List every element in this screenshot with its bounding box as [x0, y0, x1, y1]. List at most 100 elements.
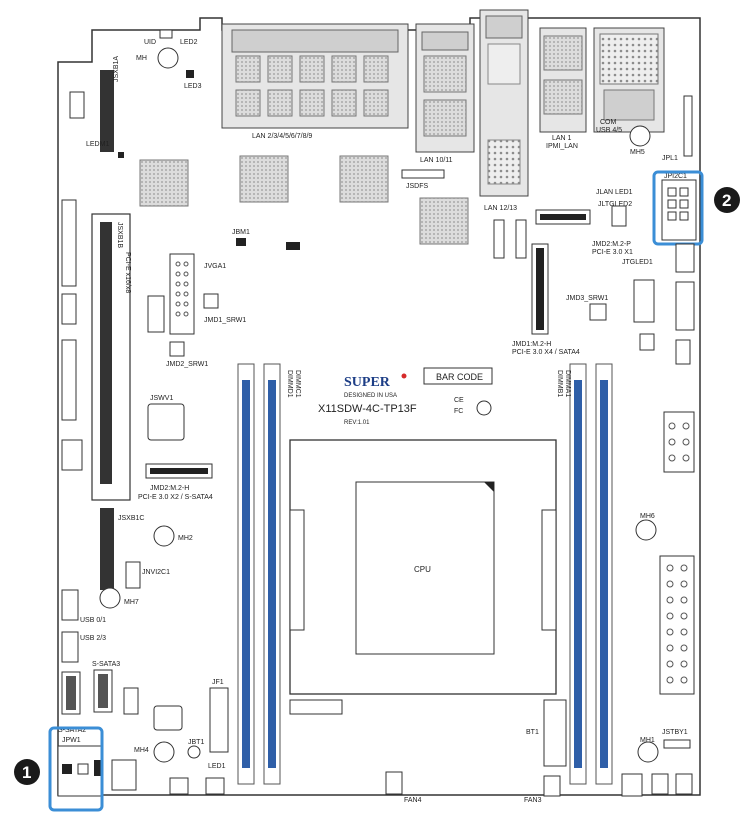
ledm1-marker: [118, 152, 124, 158]
pcie-x16-label: PCI-E x16/x8: [124, 252, 131, 293]
jsxb1b-slot: [100, 222, 112, 484]
mh4-hole: [153, 741, 175, 763]
mh7-hole: [99, 587, 121, 609]
jsdfs-label: JSDFS: [406, 183, 429, 190]
jsxb1b-label: JSXB1B: [116, 222, 123, 248]
mh6-hole: [635, 519, 657, 541]
mh1-hole: [637, 741, 659, 763]
jtpm-box: [153, 705, 183, 731]
jvga1-connector: [169, 253, 195, 335]
chip-a: [139, 159, 189, 207]
jbt1-label: JBT1: [188, 739, 204, 746]
lan-10-11-port: [415, 23, 475, 153]
barcode-label: BAR CODE: [436, 372, 483, 382]
jmd2-srw1-label: JMD2_SRW1: [166, 361, 208, 368]
ce-mark: CE: [454, 397, 464, 404]
cpu-package: [355, 481, 495, 655]
jmd1-slot-fill: [536, 248, 544, 330]
callout-2-marker: [714, 187, 740, 213]
jtpm1-header: [111, 759, 137, 791]
mh6-label: MH6: [640, 513, 655, 520]
usb01-header: [61, 589, 79, 621]
lan-12-13-label: LAN 12/13: [484, 205, 517, 212]
jsxb1c-label: JSXB1C: [118, 515, 144, 522]
jltgled2-label: JLTGLED2: [598, 201, 632, 208]
lan-12-13-port: [479, 9, 529, 197]
jbm1-label: JBM1: [232, 229, 250, 236]
pcie-x4-label: PCI-E 3.0 X4 / SATA4: [512, 349, 580, 356]
led3-marker: [186, 70, 194, 78]
jvga1-pins: [175, 261, 189, 317]
callout-1-marker: [14, 759, 40, 785]
left-edge-headers: [61, 199, 83, 471]
dimm-slots-right: [569, 363, 613, 785]
jvga1-label: JVGA1: [204, 263, 226, 270]
dimmb1-label: DIMMB1: [556, 370, 563, 397]
jbm1-header: [236, 238, 246, 246]
ocm2-header: [147, 295, 165, 333]
jswv1-box: [147, 403, 185, 441]
jf1-label: JF1: [212, 679, 224, 686]
jmd2-slot-fill: [540, 214, 586, 220]
jmd1-srw1-label: JMD1_SRW1: [204, 317, 246, 324]
com-usb-port: [593, 27, 665, 133]
lan-2-9-ports: [221, 23, 409, 129]
fan1-header: [675, 773, 693, 795]
fan2-header: [651, 773, 669, 795]
usb23-label: USB 2/3: [80, 635, 106, 642]
mh2-label: MH2: [178, 535, 193, 542]
jmd1-srw-box: [203, 293, 219, 309]
right-header-strip: [683, 95, 693, 157]
bt1-battery: [543, 699, 567, 767]
dimm-slots-left: [237, 363, 281, 785]
fan4-label: FAN4: [404, 797, 422, 804]
pcie-x2-label: PCI-E 3.0 X2 / S-SATA4: [138, 494, 213, 501]
usb23-header: [61, 631, 79, 663]
pcie-x1-label: PCI-E 3.0 X1: [592, 249, 633, 256]
bt1-label: BT1: [526, 729, 539, 736]
jsd2-header: [515, 219, 527, 259]
jstd1-header: [286, 242, 300, 250]
jmd2-srw-box: [169, 341, 185, 357]
dimmc1-label: DIMMC1: [294, 370, 301, 398]
mh4-label: MH4: [134, 747, 149, 754]
barcode-box: [423, 367, 493, 385]
chip-c: [339, 155, 389, 203]
dimmd1-label: DIMMD1: [286, 370, 293, 398]
mh1-label: MH1: [640, 737, 655, 744]
socket-lever-right: [541, 509, 557, 631]
cert-seal: [476, 400, 492, 416]
mh-label: MH: [136, 55, 147, 62]
jpl2-header: [675, 243, 695, 273]
ipmi-lan-label: IPMI_LAN: [546, 143, 578, 150]
jpi2c1-connector: [661, 179, 697, 241]
led3-label: LED3: [184, 83, 202, 90]
jhd2-m2-label: JMD2:M.2-H: [150, 485, 189, 492]
usb45-label: USB 4/5: [596, 127, 622, 134]
jmd3-srw1-label: JMD3_SRW1: [566, 295, 608, 302]
jnvi2c1-label: JNVI2C1: [142, 569, 170, 576]
jpme-header: [69, 91, 85, 119]
lan1-ipmi-port: [539, 27, 587, 133]
brand-logo: SUPER: [344, 375, 391, 390]
jrk1-header: [675, 281, 695, 331]
mounting-hole-top: [157, 47, 179, 69]
jpw1-latch: [94, 760, 102, 776]
jstby1-header: [663, 739, 691, 749]
jstby1-label: JSTBY1: [662, 729, 688, 736]
lan-2-9-label: LAN 2/3/4/5/6/7/8/9: [252, 133, 312, 140]
jsxb1a-slot: [100, 70, 114, 152]
fan3-header: [543, 775, 561, 797]
jpw1-pin-a: [62, 764, 72, 774]
jpw2-pins: [666, 564, 688, 684]
jmd3-srw-box: [589, 303, 607, 321]
usb01-label: USB 0/1: [80, 617, 106, 624]
ssata-a-fill: [66, 676, 76, 710]
jpi2c-header: [123, 687, 139, 715]
jbt1-jumper: [187, 745, 201, 759]
jswv1-label: JSWV1: [150, 395, 173, 402]
fc-mark: FC: [454, 408, 463, 415]
jpw1-label: JPW1: [62, 737, 81, 744]
